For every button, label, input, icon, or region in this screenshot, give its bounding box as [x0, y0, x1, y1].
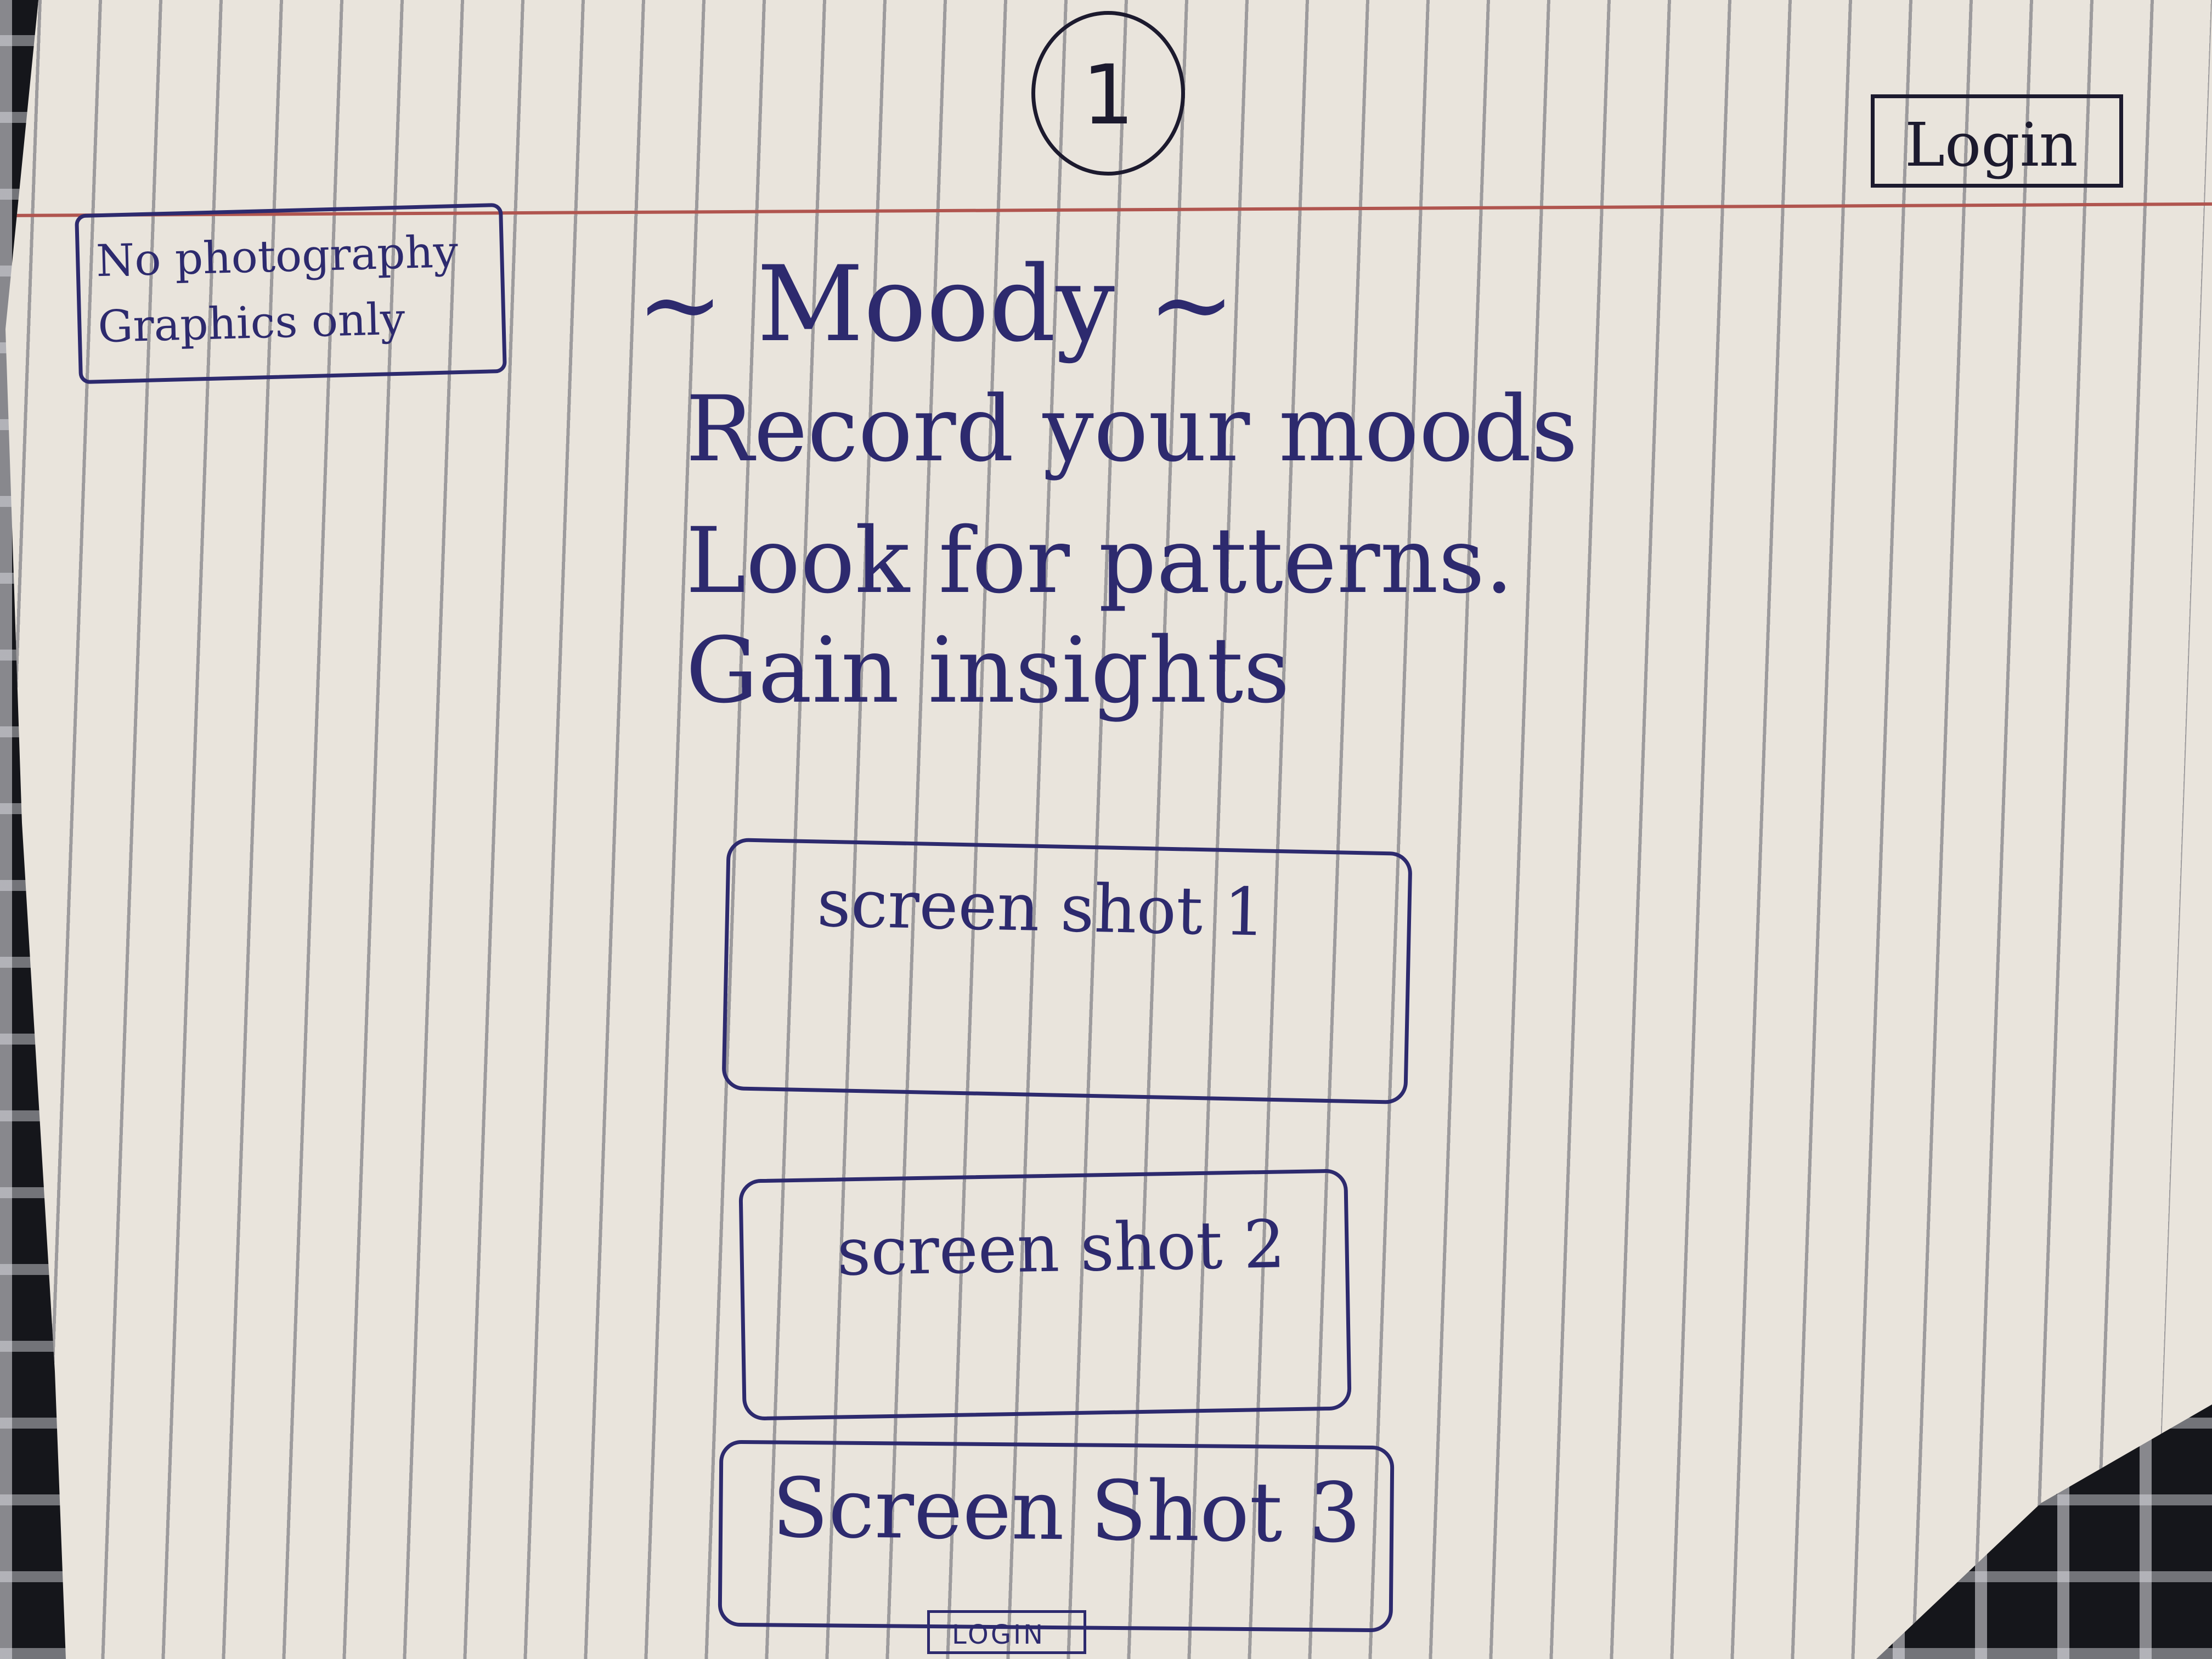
login-button-label: Login: [1905, 110, 2078, 180]
footer-login-label: LOGIN: [952, 1620, 1046, 1650]
design-note-line-1: No photography: [95, 226, 459, 287]
tagline-3: Gain insights: [686, 618, 1290, 723]
footer-login-button[interactable]: LOGIN: [927, 1610, 1086, 1654]
screenshot-placeholder-2: screen shot 2: [738, 1169, 1352, 1421]
screenshot-label-2: screen shot 2: [836, 1206, 1286, 1291]
screenshot-label-1: screen shot 1: [816, 865, 1267, 951]
screenshot-placeholder-1: screen shot 1: [721, 837, 1413, 1105]
screenshot-placeholder-3: Screen Shot 3: [718, 1440, 1395, 1633]
app-title: ~ Moody ~: [636, 244, 1235, 365]
screenshot-label-3: Screen Shot 3: [771, 1460, 1362, 1561]
page-number-circle: 1: [1031, 11, 1185, 176]
tagline-1: Record your moods: [686, 376, 1578, 482]
tagline-2: Look for patterns.: [686, 508, 1514, 613]
page-number: 1: [1082, 48, 1135, 143]
design-note: No photography Graphics only: [75, 202, 507, 385]
design-note-line-2: Graphics only: [97, 293, 406, 353]
login-button[interactable]: Login: [1871, 94, 2123, 188]
